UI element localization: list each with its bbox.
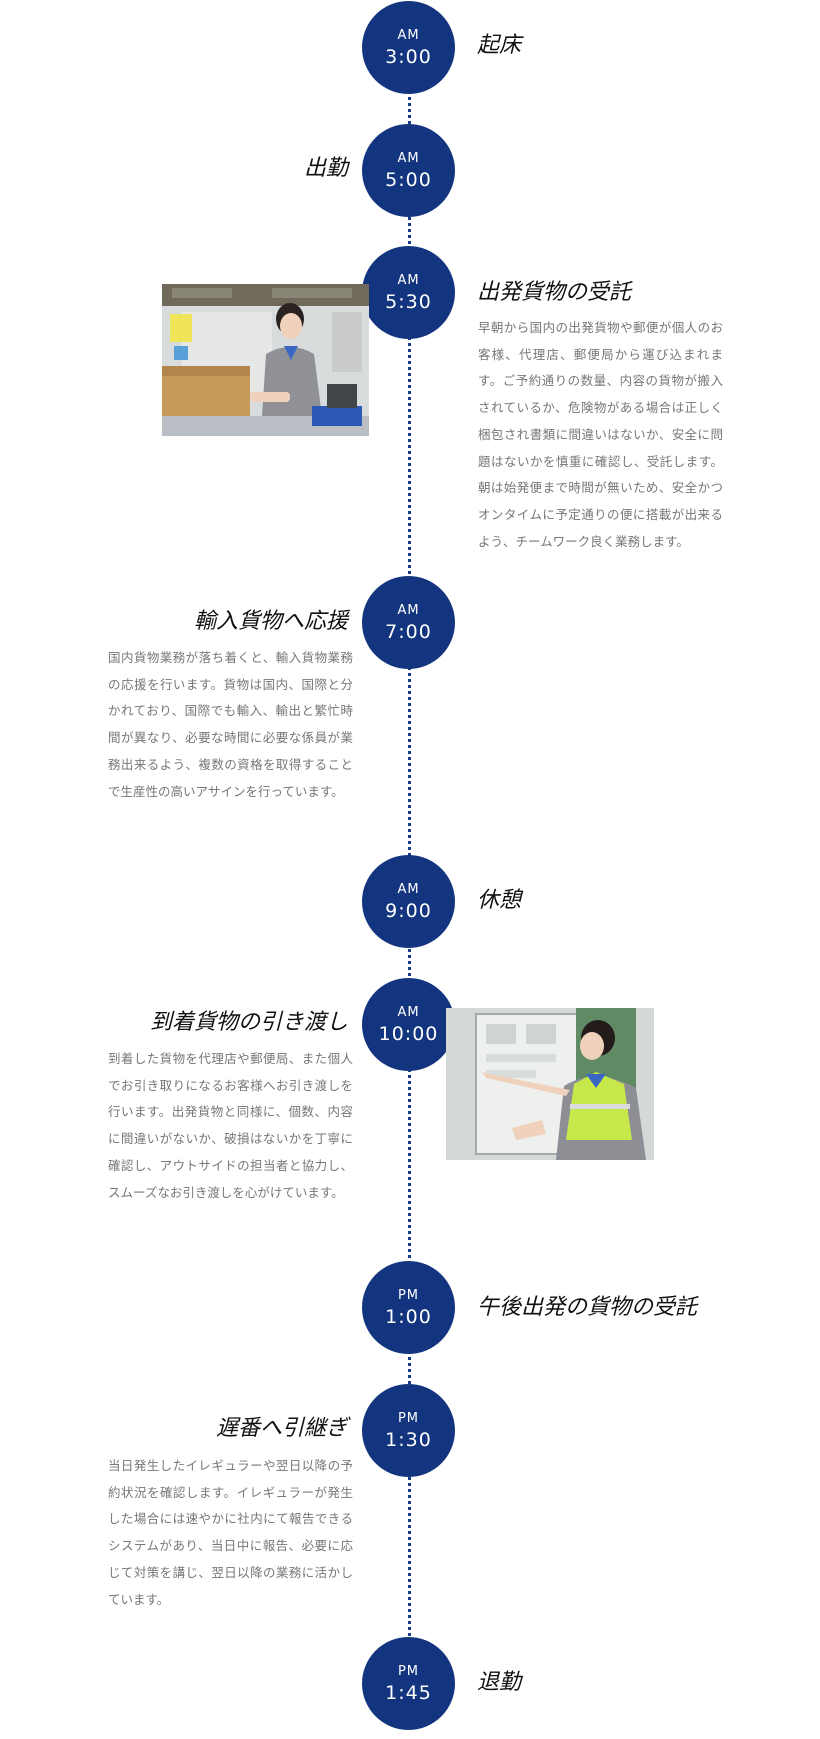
time-value: 1:30 (385, 1428, 432, 1451)
time-value: 5:30 (385, 290, 432, 313)
event-title-afternoon-cargo-acceptance: 午後出発の貨物の受託 (477, 1295, 698, 1320)
time-circle-1330: PM 1:30 (362, 1384, 455, 1477)
time-ampm: PM (397, 1287, 420, 1303)
event-title-arrive-work: 出勤 (303, 156, 348, 181)
event-desc-arrival-cargo-handover: 到着した貨物を代理店や郵便局、また個人でお引き取りになるお客様へお引き渡しを行い… (108, 1051, 353, 1200)
time-ampm: AM (397, 27, 420, 43)
event-title-arrival-cargo-handover: 到着貨物の引き渡し (149, 1010, 348, 1035)
time-ampm: PM (397, 1410, 420, 1426)
time-ampm: AM (397, 150, 420, 166)
time-ampm: AM (397, 1004, 420, 1020)
event-title-handover-to-late-shift: 遅番へ引継ぎ (215, 1416, 348, 1441)
time-circle-0300: AM 3:00 (362, 1, 455, 94)
time-circle-0500: AM 5:00 (362, 124, 455, 217)
photo-cargo-counter-image (162, 284, 369, 436)
event-desc-handover-to-late-shift: 当日発生したイレギュラーや翌日以降の予約状況を確認します。イレギュラーが発生した… (108, 1458, 353, 1607)
event-title-leave-work: 退勤 (477, 1670, 522, 1695)
photo-cargo-inspection (446, 1008, 654, 1160)
photo-cargo-inspection-image (446, 1008, 654, 1160)
time-value: 5:00 (385, 168, 432, 191)
time-value: 1:45 (385, 1681, 432, 1704)
time-ampm: AM (397, 602, 420, 618)
time-circle-1345: PM 1:45 (362, 1637, 455, 1730)
time-ampm: PM (397, 1663, 420, 1679)
time-ampm: AM (397, 272, 420, 288)
time-value: 3:00 (385, 45, 432, 68)
event-title-departure-cargo-acceptance: 出発貨物の受託 (477, 280, 632, 305)
time-value: 1:00 (385, 1305, 432, 1328)
photo-cargo-counter (162, 284, 369, 436)
time-circle-0530: AM 5:30 (362, 246, 455, 339)
event-title-import-cargo-support: 輸入貨物へ応援 (193, 609, 348, 634)
time-circle-0700: AM 7:00 (362, 576, 455, 669)
event-title-wake-up: 起床 (477, 33, 522, 58)
time-value: 9:00 (385, 899, 432, 922)
time-value: 7:00 (385, 620, 432, 643)
time-circle-0900: AM 9:00 (362, 855, 455, 948)
time-value: 10:00 (378, 1022, 439, 1045)
time-circle-1300: PM 1:00 (362, 1261, 455, 1354)
time-ampm: AM (397, 881, 420, 897)
event-title-break: 休憩 (477, 888, 522, 913)
event-desc-departure-cargo-acceptance: 早朝から国内の出発貨物や郵便が個人のお客様、代理店、郵便局から運び込まれます。ご… (478, 320, 723, 549)
event-desc-import-cargo-support: 国内貨物業務が落ち着くと、輸入貨物業務の応援を行います。貨物は国内、国際と分かれ… (108, 650, 353, 799)
time-circle-1000: AM 10:00 (362, 978, 455, 1071)
